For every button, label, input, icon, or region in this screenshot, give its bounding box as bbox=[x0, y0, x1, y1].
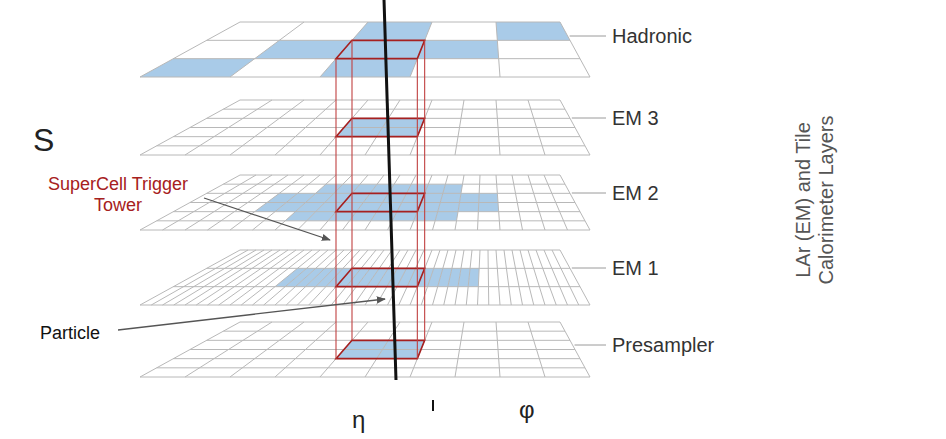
layer-grid bbox=[140, 175, 590, 230]
particle-pointer bbox=[118, 299, 385, 330]
trigger-tower-outline bbox=[336, 268, 425, 286]
leader-lines bbox=[118, 36, 606, 345]
partial-title: S bbox=[33, 122, 54, 159]
trigger-tower-outline bbox=[336, 193, 425, 211]
tower-pointer bbox=[204, 198, 330, 240]
layer-name: Presampler bbox=[612, 334, 714, 357]
trigger-tower-outline bbox=[336, 40, 425, 58]
energy-cell bbox=[478, 203, 498, 212]
layer-grid bbox=[140, 22, 590, 77]
layer-grids bbox=[140, 22, 590, 377]
energy-cell bbox=[352, 22, 432, 40]
energy-cell bbox=[377, 350, 421, 359]
layer-name: EM 1 bbox=[612, 257, 659, 280]
energy-cell bbox=[377, 128, 421, 137]
axis-label: φ bbox=[519, 396, 535, 424]
energy-cell bbox=[435, 212, 458, 221]
tower-label: SuperCell Trigger Tower bbox=[38, 174, 198, 215]
energy-cell bbox=[496, 22, 570, 40]
energy-cell bbox=[443, 184, 463, 193]
layer-name: EM 2 bbox=[612, 182, 659, 205]
energy-cell bbox=[440, 193, 461, 202]
axis-tick bbox=[432, 400, 434, 411]
layer-name: Hadronic bbox=[612, 25, 692, 48]
trigger-tower-outline bbox=[336, 118, 425, 136]
energy-cell bbox=[417, 40, 498, 58]
energy-cell bbox=[438, 203, 460, 212]
energy-cell bbox=[336, 40, 425, 58]
layer-grid bbox=[140, 250, 590, 305]
trigger-tower bbox=[336, 40, 425, 358]
energy-cell bbox=[383, 340, 425, 349]
energy-cell bbox=[458, 203, 479, 212]
trigger-tower-outline bbox=[336, 340, 425, 358]
side-title: LAr (EM) and Tile Calorimeter Layers bbox=[792, 85, 838, 315]
energy-cell bbox=[460, 193, 480, 202]
layer-name: EM 3 bbox=[612, 107, 659, 130]
energy-cell bbox=[479, 193, 498, 202]
layer-grid bbox=[140, 322, 590, 377]
layer-grid bbox=[140, 100, 590, 155]
energy-cell bbox=[320, 59, 417, 77]
particle-track bbox=[384, 0, 396, 380]
particle-label: Particle bbox=[40, 323, 100, 344]
axis-label: η bbox=[352, 406, 365, 434]
